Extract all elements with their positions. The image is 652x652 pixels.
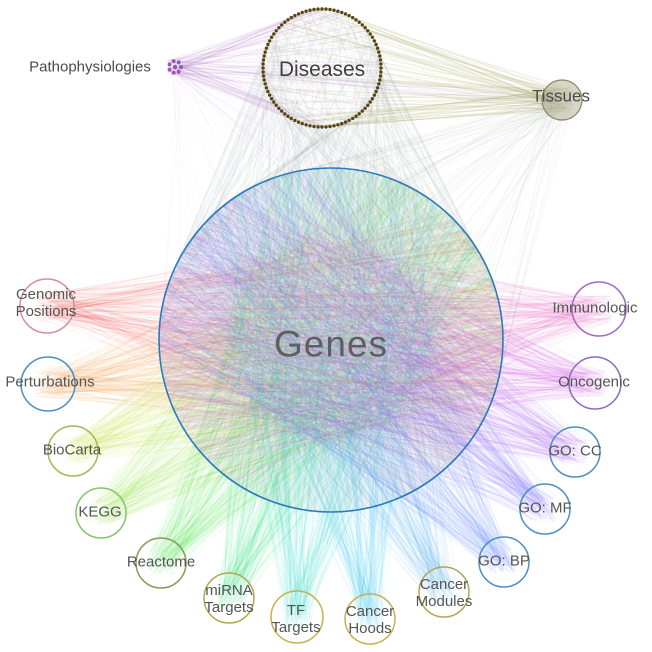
genes-label[interactable]: Genes [273,323,389,365]
edge-bundle-immunologic [158,213,613,490]
label-immunologic[interactable]: Immunologic [552,299,638,317]
edge-bundle-perturbations [34,185,504,462]
node-go-bp[interactable] [478,536,530,588]
label-genomic-positions[interactable]: Genomic Positions [15,286,77,320]
edges-pathophysiologies-genes [160,58,504,513]
node-shapes [19,7,627,645]
edge-bundle-go-bp [158,167,517,575]
node-go-cc[interactable] [549,426,601,478]
tissues-label[interactable]: Tissues [532,86,590,106]
node-biocarta[interactable] [47,425,99,477]
label-kegg[interactable]: KEGG [78,503,122,521]
edge-bundle-go-mf [158,167,558,522]
edge-bundle-cancer-hoods [181,167,457,632]
edge-bundle-tf-targets [204,167,482,630]
edge-bundle-reactome [147,167,504,576]
edge-bundle-oncogenic [158,186,609,462]
satellite-edge-bundles [33,167,613,632]
node-mirna-targets[interactable] [203,572,255,624]
label-tf-targets[interactable]: TF Targets [271,602,321,636]
edge-bundle-cancer-modules [162,167,458,605]
node-perturbations[interactable] [20,356,76,412]
node-oncogenic[interactable] [568,356,622,410]
diseases-node[interactable] [261,7,383,129]
label-biocarta[interactable]: BioCarta [42,441,102,459]
pathophysiologies-node[interactable] [167,59,183,75]
diseases-label[interactable]: Diseases [278,58,366,82]
node-go-mf[interactable] [519,483,571,535]
edge-bundle-biocarta [60,171,504,464]
node-cancer-modules[interactable] [418,566,470,618]
edges-tissues-genes [158,88,575,513]
edges-pathophysiologies-tissues [167,59,570,111]
edge-bundle-genomic-positions [33,212,504,491]
label-oncogenic[interactable]: Oncogenic [558,373,630,391]
label-go-mf[interactable]: GO: MF [518,499,572,517]
genes-node[interactable] [158,167,504,513]
label-go-bp[interactable]: GO: BP [478,552,530,570]
label-mirna-targets[interactable]: miRNA Targets [204,582,254,616]
edge-bundle-mirna-targets [216,167,497,611]
edge-bundle-go-cc [158,170,588,465]
node-kegg[interactable] [75,487,127,539]
pathophysiologies-label[interactable]: Pathophysiologies [29,58,151,76]
node-genomic-positions[interactable] [19,278,75,334]
label-reactome[interactable]: Reactome [126,553,196,571]
label-cancer-modules[interactable]: Cancer Modules [415,576,473,610]
tissues-node[interactable] [541,79,583,121]
node-tf-targets[interactable] [270,590,324,644]
label-perturbations[interactable]: Perturbations [5,373,95,391]
label-cancer-hoods[interactable]: Cancer Hoods [345,603,395,637]
node-immunologic[interactable] [571,281,627,337]
node-reactome[interactable] [135,537,187,589]
label-go-cc[interactable]: GO: CC [548,442,602,460]
edges-diseases-pathophysiologies [167,8,381,128]
node-cancer-hoods[interactable] [344,593,396,645]
edge-bundle-kegg [88,167,504,526]
association-edges [158,8,575,513]
edges-diseases-genes [158,8,504,513]
